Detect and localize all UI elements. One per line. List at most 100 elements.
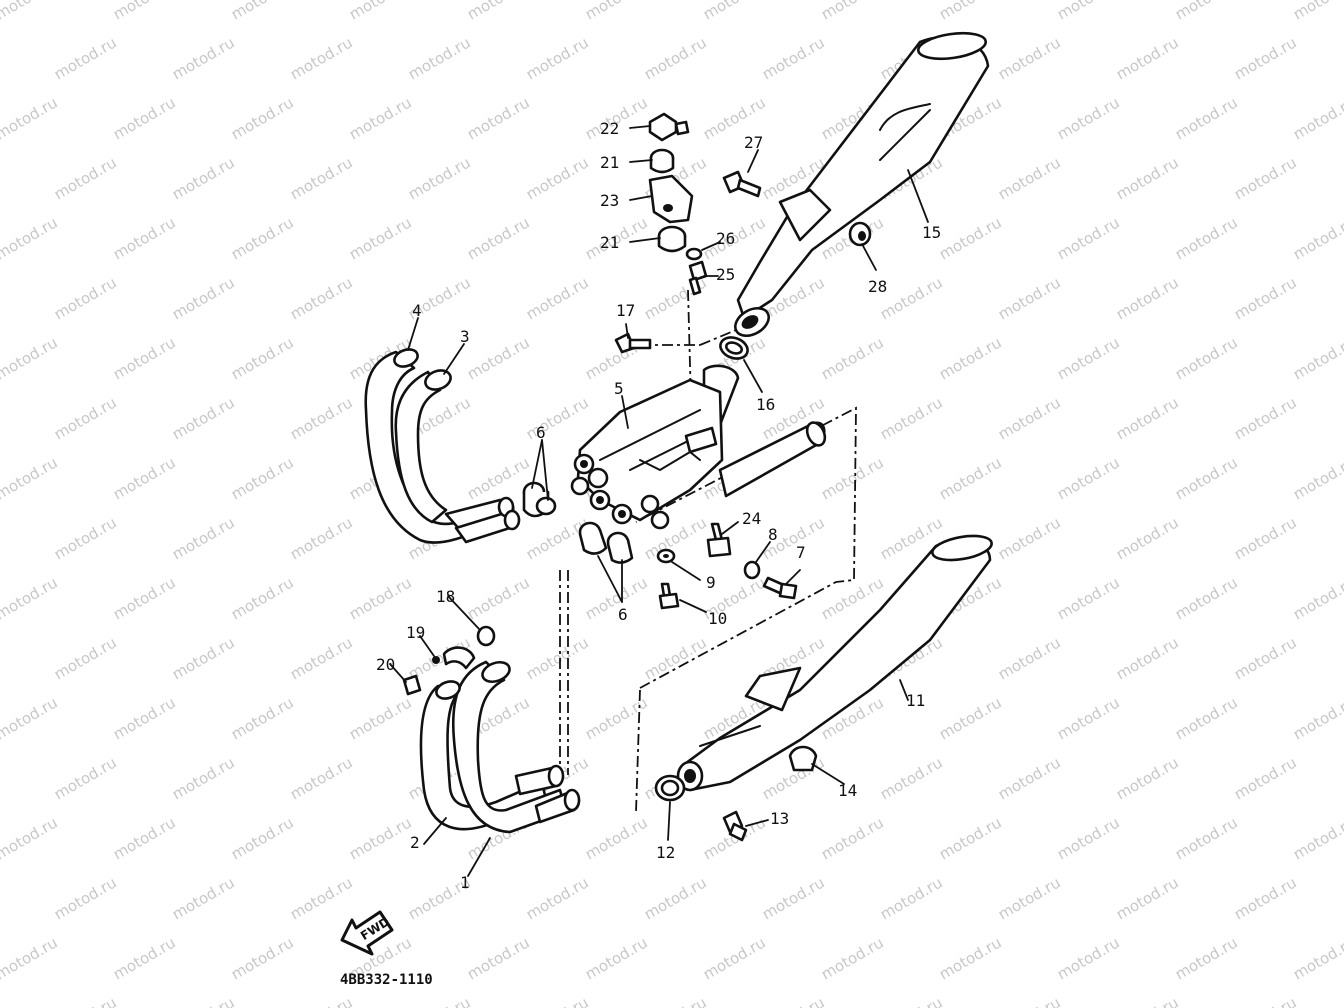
- callout-25: 25: [716, 265, 735, 284]
- watermark-text: motod.ru: [0, 753, 2, 803]
- watermark-text: motod.ru: [995, 153, 1064, 203]
- watermark-text: motod.ru: [1290, 213, 1344, 263]
- gasket-12: [654, 774, 686, 802]
- watermark-text: motod.ru: [1290, 93, 1344, 143]
- watermark-text: motod.ru: [228, 93, 297, 143]
- watermark-text: motod.ru: [110, 213, 179, 263]
- watermark-text: motod.ru: [523, 153, 592, 203]
- callout-24: 24: [742, 509, 761, 528]
- watermark-text: motod.ru: [228, 453, 297, 503]
- muffler-lower: [676, 534, 993, 792]
- watermark-text: motod.ru: [1054, 933, 1123, 983]
- header-pipes-1-2: [419, 660, 581, 834]
- watermark-text: motod.ru: [110, 93, 179, 143]
- watermark-text: motod.ru: [936, 0, 1005, 23]
- callout-27: 27: [744, 133, 763, 152]
- watermark-text: motod.ru: [1054, 453, 1123, 503]
- watermark-text: motod.ru: [641, 873, 710, 923]
- watermark-text: motod.ru: [287, 633, 356, 683]
- watermark-text: motod.ru: [287, 153, 356, 203]
- watermark-text: motod.ru: [169, 993, 238, 1008]
- watermark-text: motod.ru: [936, 453, 1005, 503]
- watermark-text: motod.ru: [818, 0, 887, 23]
- watermark-text: motod.ru: [228, 213, 297, 263]
- watermark-text: motod.ru: [523, 633, 592, 683]
- header-pipes-3-4: [364, 348, 521, 544]
- watermark-text: motod.ru: [523, 33, 592, 83]
- watermark-text: motod.ru: [287, 873, 356, 923]
- watermark-text: motod.ru: [995, 633, 1064, 683]
- callout-26: 26: [716, 229, 735, 248]
- watermark-text: motod.ru: [228, 933, 297, 983]
- watermark-text: motod.ru: [110, 933, 179, 983]
- watermark-text: motod.ru: [346, 0, 415, 23]
- clamp-18-19-20: [402, 625, 496, 696]
- watermark-text: motod.ru: [0, 0, 61, 23]
- watermark-text: motod.ru: [464, 933, 533, 983]
- watermark-text: motod.ru: [464, 333, 533, 383]
- watermark-text: motod.ru: [1113, 633, 1182, 683]
- muffler-upper: [733, 31, 990, 338]
- callout-9: 9: [706, 573, 716, 592]
- callout-28: 28: [868, 277, 887, 296]
- grommet-28: [848, 221, 872, 247]
- watermark-text: motod.ru: [346, 213, 415, 263]
- gasket-16: [719, 336, 749, 360]
- watermark-text: motod.ru: [169, 873, 238, 923]
- watermark-text: motod.ru: [169, 33, 238, 83]
- watermark-text: motod.ru: [51, 753, 120, 803]
- callout-14: 14: [838, 781, 857, 800]
- callouts: 1 2 3 4 5 6 6 7 8 9 10 11 12 13 14 15 16…: [376, 119, 941, 892]
- watermark-text: motod.ru: [0, 393, 2, 443]
- watermark-text: motod.ru: [405, 33, 474, 83]
- callout-4: 4: [412, 301, 422, 320]
- watermark-text: motod.ru: [405, 153, 474, 203]
- watermark-text: motod.ru: [1054, 813, 1123, 863]
- watermark-text: motod.ru: [0, 453, 61, 503]
- watermark-text: motod.ru: [0, 993, 2, 1008]
- callout-21a: 21: [600, 153, 619, 172]
- watermark-text: motod.ru: [0, 633, 2, 683]
- watermark-text: motod.ru: [169, 633, 238, 683]
- watermark-text: motod.ru: [51, 273, 120, 323]
- callout-21b: 21: [600, 233, 619, 252]
- callout-11: 11: [906, 691, 925, 710]
- watermark-text: motod.ru: [641, 633, 710, 683]
- watermark-text: motod.ru: [228, 333, 297, 383]
- callout-7: 7: [796, 543, 806, 562]
- washer-bolt-7-8: [743, 560, 798, 600]
- watermark-text: motod.ru: [228, 813, 297, 863]
- watermark-text: motod.ru: [51, 393, 120, 443]
- watermark-text: motod.ru: [995, 33, 1064, 83]
- watermark-text: motod.ru: [0, 213, 61, 263]
- collector-5: [570, 364, 827, 530]
- watermark-text: motod.ru: [1113, 393, 1182, 443]
- callout-3: 3: [460, 327, 470, 346]
- watermark-text: motod.ru: [1231, 633, 1300, 683]
- watermark-text: motod.ru: [1290, 693, 1344, 743]
- watermark-text: motod.ru: [0, 333, 61, 383]
- watermark-text: motod.ru: [169, 753, 238, 803]
- watermark-text: motod.ru: [0, 33, 2, 83]
- leader-lines: [389, 125, 929, 877]
- watermark-text: motod.ru: [759, 993, 828, 1008]
- watermark-text: motod.ru: [405, 993, 474, 1008]
- watermark-text: motod.ru: [287, 753, 356, 803]
- watermark-text: motod.ru: [700, 933, 769, 983]
- watermark-text: motod.ru: [1172, 813, 1241, 863]
- watermark-text: motod.ru: [1054, 693, 1123, 743]
- watermark-text: motod.ru: [1054, 573, 1123, 623]
- watermark-text: motod.ru: [169, 393, 238, 443]
- watermark-text: motod.ru: [641, 993, 710, 1008]
- watermark-text: motod.ru: [169, 513, 238, 563]
- watermark-text: motod.ru: [1231, 33, 1300, 83]
- watermark-text: motod.ru: [110, 333, 179, 383]
- watermark-text: motod.ru: [0, 693, 61, 743]
- watermark-text: motod.ru: [51, 513, 120, 563]
- watermark-text: motod.ru: [110, 0, 179, 23]
- watermark-text: motod.ru: [287, 273, 356, 323]
- watermark-text: motod.ru: [1172, 93, 1241, 143]
- watermark-text: motod.ru: [346, 693, 415, 743]
- callout-16: 16: [756, 395, 775, 414]
- watermark-text: motod.ru: [1231, 153, 1300, 203]
